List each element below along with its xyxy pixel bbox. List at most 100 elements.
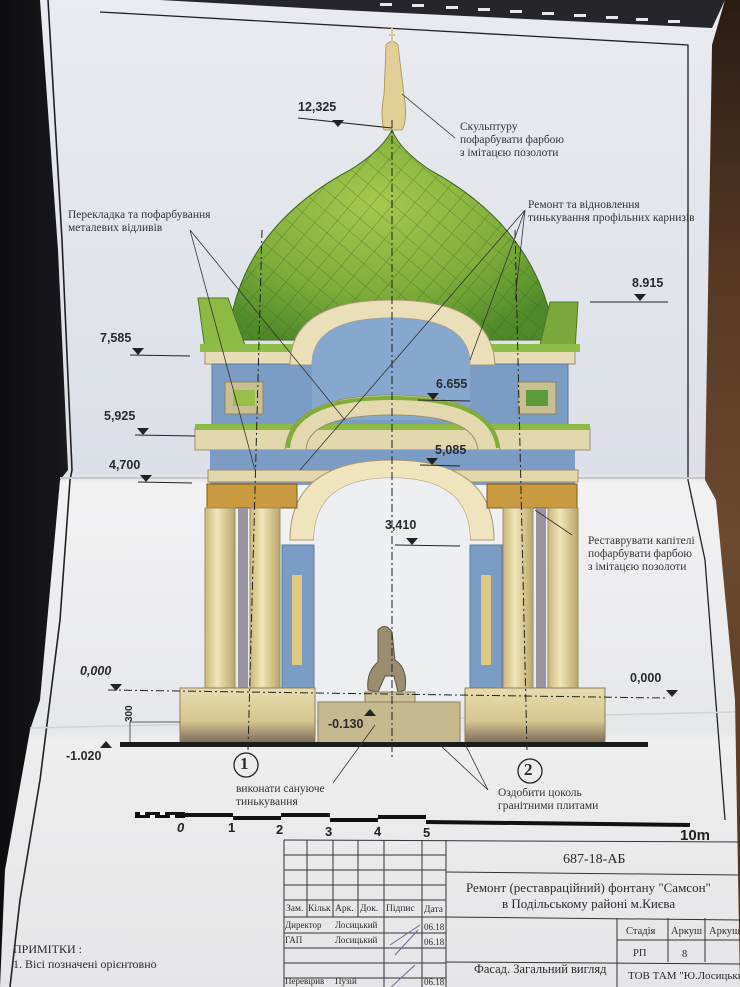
axis-bubble-1 <box>233 752 259 778</box>
frame-left <box>9 0 73 987</box>
note-line: гранітними плитами <box>498 800 599 812</box>
elevation-5925: 5,925 <box>104 409 136 423</box>
axis-line-1 <box>247 229 263 751</box>
attic-panel-left-inner <box>233 390 255 406</box>
header-dok: Док. <box>360 904 379 914</box>
zero-level-line <box>107 689 666 699</box>
note-line: Оздобити цоколь <box>498 787 582 799</box>
header-zam: Зам. <box>286 904 304 914</box>
notes-item-1: 1. Вісі позначені орієнтовно <box>13 957 157 971</box>
note-metal: Перекладка та пофарбування металевих від… <box>68 209 210 235</box>
organization: ТОВ ТАМ "Ю.Лосицький" <box>628 970 740 982</box>
note-line: з імітацєю позолоти <box>460 147 559 159</box>
capital-left <box>206 483 298 509</box>
ground-line <box>120 742 648 747</box>
plinth-left <box>179 687 316 744</box>
project-title-line1: Ремонт (реставраційний) фонтану "Самсон" <box>466 880 711 895</box>
elevation-0000-left: 0,000 <box>80 664 112 678</box>
binder-holes <box>380 3 680 23</box>
scale-tick-0: 0 <box>177 820 185 835</box>
note-line: пофарбувати фарбою <box>588 548 693 560</box>
plinth-right <box>464 687 606 744</box>
elevation-4700: 4,700 <box>109 458 141 472</box>
elevation-triangles <box>100 120 678 748</box>
sheet-title: Фасад. Загальний вигляд <box>474 962 607 976</box>
leader-lines <box>189 93 573 791</box>
sig-role-3: Перевірив <box>285 976 325 986</box>
scale-tick-5: 5 <box>423 825 431 840</box>
header-kilk: Кільк <box>308 904 331 914</box>
elevation-0000-right: 0,000 <box>630 671 662 685</box>
sheet-header: Аркуш <box>671 926 703 937</box>
frame-right <box>99 11 726 821</box>
finial-cross <box>389 28 395 42</box>
elevation-8915: 8.915 <box>632 276 664 290</box>
axis-label-2: 2 <box>524 760 533 779</box>
elevation-5085: 5,085 <box>435 443 467 457</box>
scale-tick-1: 1 <box>228 820 236 835</box>
sig-date-2: 06.18 <box>424 937 445 947</box>
scale-bar <box>135 812 691 827</box>
note-line: Перекладка та пофарбування <box>68 209 211 221</box>
note-plinth: Оздобити цоколь гранітними плитами <box>498 787 598 813</box>
sig-date-3: 06.18 <box>424 977 445 987</box>
sheets-header: Аркушів <box>709 926 740 937</box>
capital-right <box>486 483 578 509</box>
title-block-grid <box>283 839 740 987</box>
sig-name-3: Пузій <box>335 976 357 986</box>
binder-strip <box>160 0 725 28</box>
sig-role-2: ГАП <box>285 935 303 945</box>
scale-tick-4: 4 <box>374 824 382 839</box>
attic-panel-right-inner <box>526 390 548 406</box>
header-data: Дата <box>424 905 443 915</box>
column-right-2 <box>547 507 579 689</box>
sig-role-1: Директор <box>285 920 322 930</box>
elevation-lines <box>129 117 668 547</box>
note-plaster: виконати сануюче тинькування <box>236 783 325 809</box>
scale-tick-2: 2 <box>276 822 284 837</box>
elevation-minus-0130: -0.130 <box>328 717 364 731</box>
note-line: тинькування профільних карнизів <box>528 212 695 224</box>
note-line: з імітацєю позолоти <box>588 561 687 573</box>
column-right-1 <box>502 507 534 689</box>
note-capitals: Реставрувати капітелі пофарбувати фарбою… <box>588 535 695 574</box>
header-ark: Арк. <box>335 904 354 914</box>
elevation-12325: 12,325 <box>298 100 337 114</box>
notes-title: ПРИМІТКИ : <box>13 942 83 956</box>
middle-arch-molding <box>284 394 501 451</box>
column-left-1 <box>204 507 236 689</box>
pier-right-panel <box>481 575 491 665</box>
elevation-6655: 6.655 <box>436 377 468 391</box>
note-cornices: Ремонт та відновлення тинькування профіл… <box>528 199 695 225</box>
project-title-line2: в Подільському районі м.Києва <box>502 896 676 911</box>
column-left-shadow <box>238 508 248 688</box>
header-pidpys: Підпис <box>386 904 415 914</box>
elevation-minus-1020: -1.020 <box>66 749 102 763</box>
dimension-300: 300 <box>124 705 135 722</box>
column-left-2 <box>249 507 281 689</box>
note-line: Реставрувати капітелі <box>588 535 695 547</box>
column-right-shadow <box>536 508 546 688</box>
samson-statue <box>367 626 406 693</box>
pier-left-panel <box>292 575 302 665</box>
sig-name-1: Лосицький <box>335 920 378 930</box>
note-sculpture: Скульптуру пофарбувати фарбою з імітацєю… <box>460 121 564 160</box>
note-line: пофарбувати фарбою <box>460 134 565 146</box>
elevation-7585: 7,585 <box>100 331 132 345</box>
sheet-value: 8 <box>682 949 688 960</box>
stage-value: РП <box>633 948 647 959</box>
sig-name-2: Лосицький <box>335 935 378 945</box>
fountain-basin <box>317 701 461 745</box>
elevation-3410: 3,410 <box>385 518 417 532</box>
scale-end-label: 10m <box>680 827 711 844</box>
note-line: металевих відливів <box>68 222 163 234</box>
note-line: Скульптуру <box>460 121 518 133</box>
sig-date-1: 06.18 <box>424 922 445 932</box>
note-line: Ремонт та відновлення <box>528 199 640 211</box>
dimension-line <box>129 721 180 742</box>
scale-tick-3: 3 <box>325 824 333 839</box>
drawing-code: 687-18-АБ <box>563 852 626 867</box>
note-line: тинькування <box>236 796 298 808</box>
